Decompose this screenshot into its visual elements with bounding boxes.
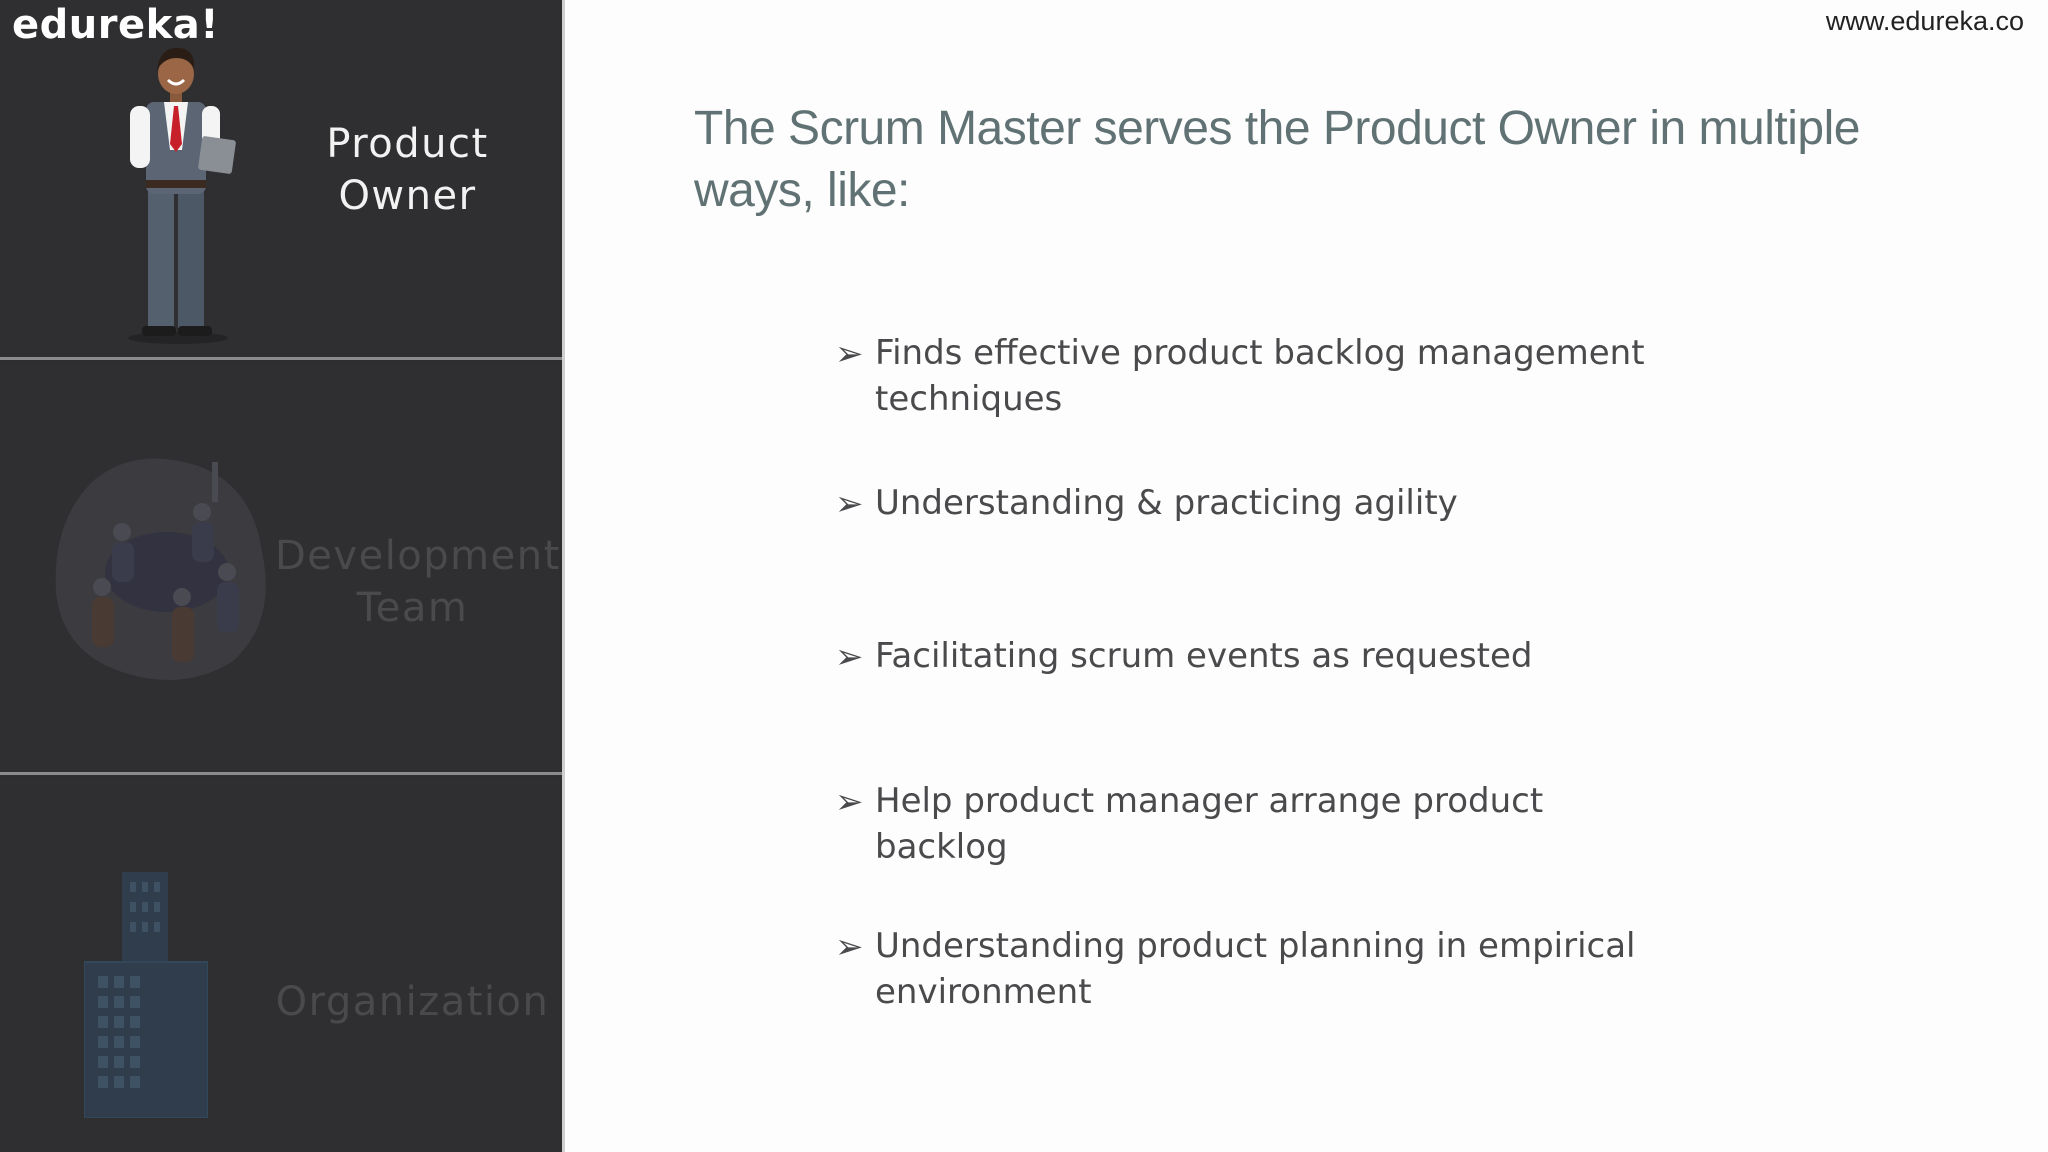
- arrow-bullet-icon: ➢: [835, 484, 864, 524]
- person-with-tablet-icon: [128, 47, 236, 344]
- label-line: Owner: [338, 173, 477, 219]
- list-item: ➢ Facilitating scrum events as requested: [835, 633, 1695, 679]
- site-url: www.edureka.co: [1825, 6, 2024, 36]
- list-item: ➢ Help product manager arrange product b…: [835, 778, 1695, 870]
- panel-label-organization: Organization: [275, 976, 550, 1028]
- list-item-text: environment: [875, 972, 1092, 1012]
- divider: [0, 357, 564, 360]
- team-meeting-icon: [55, 458, 266, 680]
- title-line: ways, like:: [694, 164, 910, 217]
- building-icon: [84, 872, 208, 1118]
- label-line: Development: [275, 533, 561, 579]
- list-item: ➢ Finds effective product backlog manage…: [835, 330, 1695, 422]
- panel-label-development-team: Development Team: [275, 530, 561, 634]
- list-item-text: Understanding & practicing agility: [875, 483, 1458, 523]
- arrow-bullet-icon: ➢: [835, 782, 864, 822]
- list-item-text: backlog: [875, 827, 1008, 867]
- page-title: The Scrum Master serves the Product Owne…: [694, 98, 1894, 222]
- list-item-text: Finds effective product backlog manageme…: [875, 333, 1645, 373]
- edureka-logo: edureka!: [12, 2, 219, 48]
- list-item-text: Help product manager arrange product: [875, 781, 1544, 821]
- arrow-bullet-icon: ➢: [835, 927, 864, 967]
- vertical-divider: [562, 0, 565, 1152]
- arrow-bullet-icon: ➢: [835, 334, 864, 374]
- list-item: ➢ Understanding & practicing agility: [835, 480, 1695, 526]
- arrow-bullet-icon: ➢: [835, 637, 864, 677]
- label-line: Team: [356, 585, 469, 631]
- panel-product-owner[interactable]: [0, 0, 564, 357]
- title-line: The Scrum Master serves the Product Owne…: [694, 102, 1860, 155]
- list-item-text: techniques: [875, 379, 1063, 419]
- divider: [0, 772, 564, 775]
- label-line: Product: [326, 121, 489, 167]
- panel-label-product-owner: Product Owner: [300, 118, 515, 222]
- list-item-text: Understanding product planning in empiri…: [875, 926, 1636, 966]
- list-item: ➢ Understanding product planning in empi…: [835, 923, 1695, 1015]
- list-item-text: Facilitating scrum events as requested: [875, 636, 1533, 676]
- label-line: Organization: [275, 979, 550, 1025]
